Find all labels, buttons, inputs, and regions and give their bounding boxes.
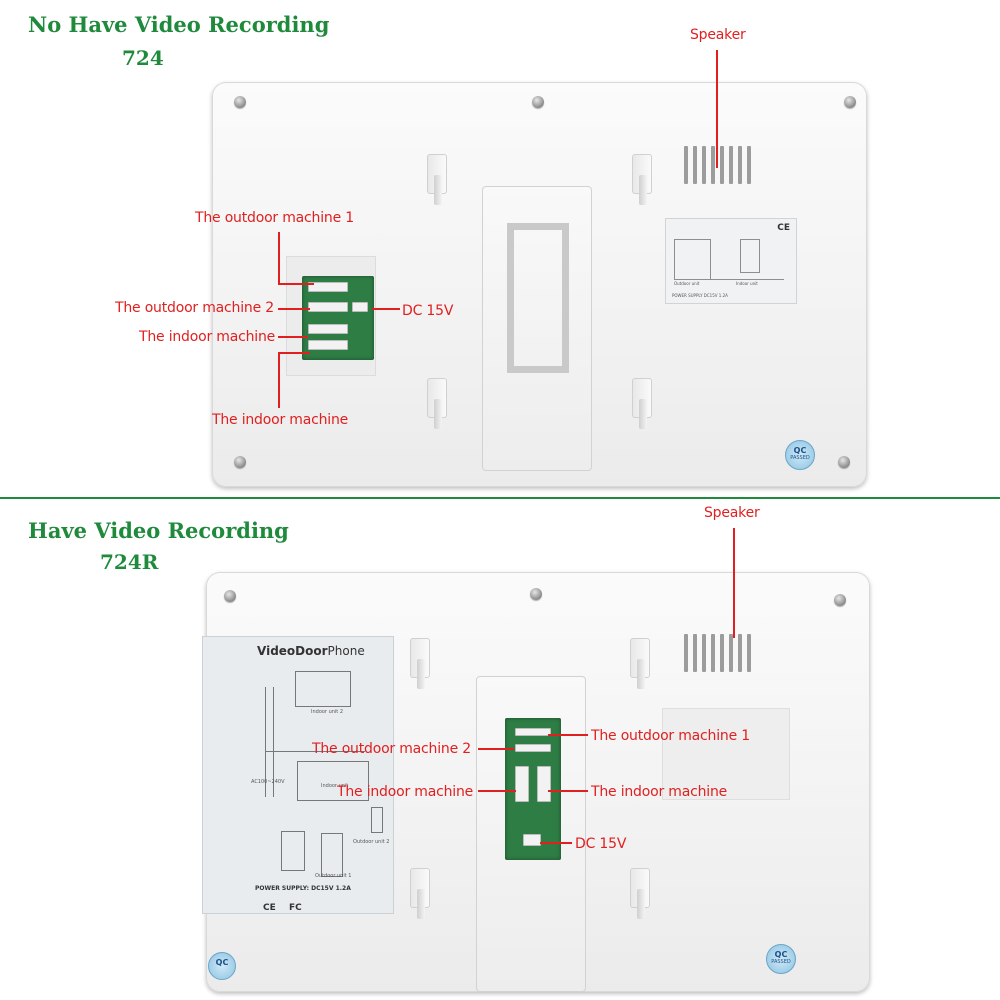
- speaker-grill-top: [684, 146, 751, 184]
- stand-compartment: [482, 186, 592, 471]
- section-divider: [0, 497, 1000, 499]
- mounting-hook: [427, 154, 447, 205]
- screw: [844, 96, 856, 108]
- label-indoor-b-top: The indoor machine: [212, 412, 349, 428]
- text-outdoor-unit-2: Outdoor unit 2: [353, 839, 390, 845]
- ce-mark: CE: [263, 903, 276, 913]
- section-title-bottom: Have Video Recording: [28, 518, 289, 543]
- qc-passed-badge-left: QC: [208, 952, 236, 980]
- terminal-board-top: [302, 276, 374, 360]
- connector-dc: [523, 834, 541, 846]
- model-number-top: 724: [122, 46, 164, 70]
- right-recess: [662, 708, 790, 800]
- label-dc-bottom: DC 15V: [575, 836, 627, 852]
- ce-mark: CE: [777, 223, 790, 233]
- section-title-top: No Have Video Recording: [28, 12, 330, 37]
- fc-mark: FC: [289, 903, 302, 913]
- terminal-board-bottom: [505, 718, 561, 860]
- label-outdoor-1-top: The outdoor machine 1: [195, 210, 354, 226]
- mounting-hook: [632, 154, 652, 205]
- label-outdoor-2-bottom: The outdoor machine 2: [312, 741, 471, 757]
- label-indoor-a-top: The indoor machine: [139, 329, 276, 345]
- mounting-hook: [630, 868, 650, 919]
- label-indoor-right-bottom: The indoor machine: [591, 784, 728, 800]
- connector-outdoor-1: [515, 728, 551, 736]
- text-indoor-unit: Indoor unit: [321, 783, 349, 789]
- connector-indoor-left: [515, 766, 529, 802]
- label-speaker-top: Speaker: [690, 27, 746, 43]
- connector-outdoor-1: [308, 282, 348, 292]
- qc-passed-badge: QC PASSED: [766, 944, 796, 974]
- label-dc-top: DC 15V: [402, 303, 454, 319]
- screw: [530, 588, 542, 600]
- mounting-hook: [632, 378, 652, 429]
- speaker-grill-bottom: [684, 634, 751, 672]
- model-number-bottom: 724R: [100, 550, 159, 574]
- text-ac: AC100~240V: [251, 779, 285, 785]
- label-speaker-bottom: Speaker: [704, 505, 760, 521]
- screw: [838, 456, 850, 468]
- screw: [224, 590, 236, 602]
- connector-outdoor-2: [515, 744, 551, 752]
- mounting-hook: [427, 378, 447, 429]
- connector-indoor-b: [308, 340, 348, 350]
- text-outdoor-unit-1: Outdoor unit 1: [315, 873, 352, 879]
- sticker-text-indoor: Indoor unit: [736, 281, 758, 286]
- mounting-hook: [410, 868, 430, 919]
- connector-outdoor-2: [308, 302, 348, 312]
- label-outdoor-2-top: The outdoor machine 2: [115, 300, 274, 316]
- screw: [834, 594, 846, 606]
- spec-sticker-top: CE Outdoor unit Indoor unit POWER SUPPLY…: [665, 218, 797, 304]
- connector-dc: [352, 302, 368, 312]
- stand-bracket: [507, 223, 569, 373]
- sticker-text-power: POWER SUPPLY DC15V 1.2A: [672, 293, 728, 298]
- text-power-supply: POWER SUPPLY: DC15V 1.2A: [255, 885, 351, 892]
- screw: [234, 96, 246, 108]
- wiring-label-card: VideoDoorPhone Indoor unit 2 AC100~240V …: [202, 636, 394, 914]
- mounting-hook: [630, 638, 650, 689]
- text-indoor-unit-2: Indoor unit 2: [311, 709, 344, 715]
- wiring-diagram: [243, 663, 389, 877]
- label-outdoor-1-bottom: The outdoor machine 1: [591, 728, 750, 744]
- screw: [234, 456, 246, 468]
- monitor-back-panel-top: CE Outdoor unit Indoor unit POWER SUPPLY…: [212, 82, 867, 487]
- label-indoor-left-bottom: The indoor machine: [337, 784, 474, 800]
- connector-indoor-a: [308, 324, 348, 334]
- connector-indoor-right: [537, 766, 551, 802]
- qc-passed-badge: QC PASSED: [785, 440, 815, 470]
- brand-name: VideoDoorPhone: [257, 644, 365, 658]
- mounting-hook: [410, 638, 430, 689]
- screw: [532, 96, 544, 108]
- sticker-text-outdoor: Outdoor unit: [674, 281, 700, 286]
